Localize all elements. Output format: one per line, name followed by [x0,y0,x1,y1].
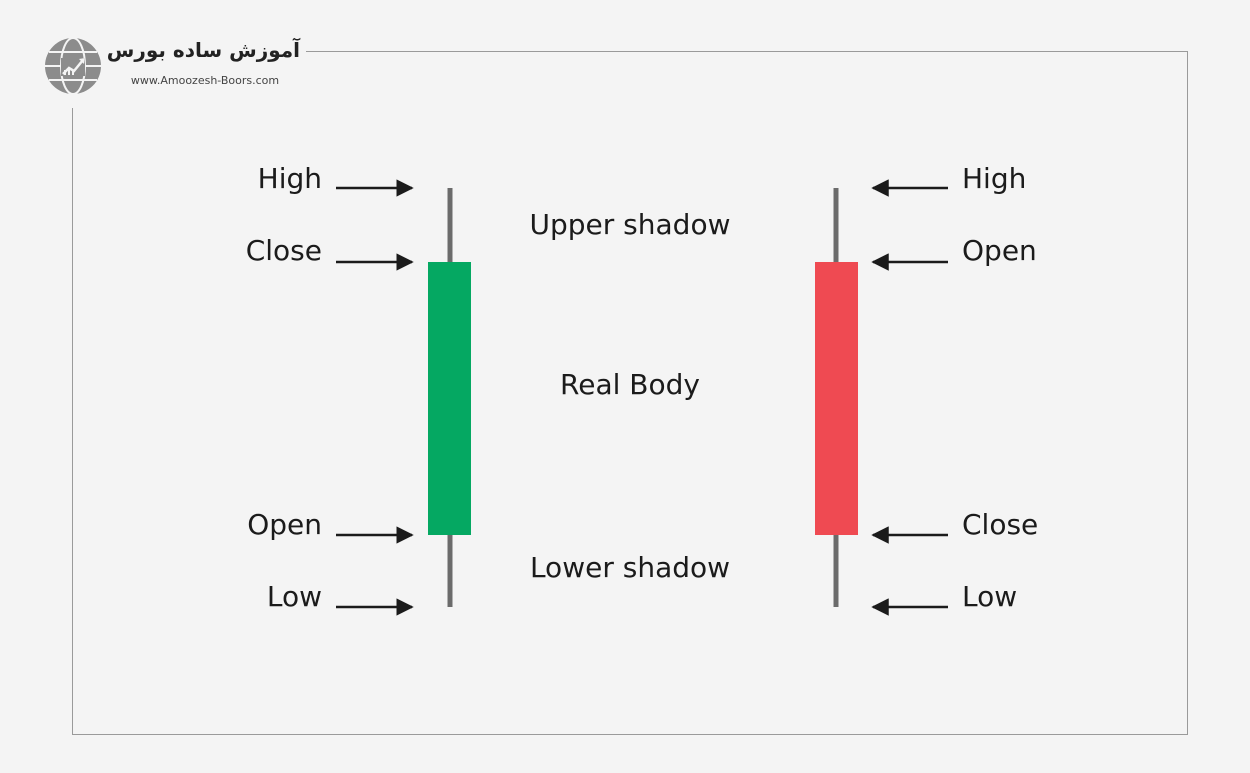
bear-open-label: Open [962,234,1037,267]
logo-name: آموزش ساده بورس [106,38,300,62]
bull-high-label: High [257,162,322,195]
bullish-body [428,262,471,535]
bearish-body [815,262,858,535]
globe-chart-icon [45,37,101,95]
logo: آموزش ساده بورس www.Amoozesh-Boors.com [38,34,306,108]
bear-low-label: Low [962,580,1018,613]
lower-shadow-label: Lower shadow [529,551,731,584]
diagram-frame [72,51,1188,735]
logo-url: www.Amoozesh-Boors.com [130,74,280,87]
bull-low-label: Low [266,580,322,613]
bull-open-label: Open [247,508,322,541]
real-body-label: Real Body [560,368,700,401]
bull-close-label: Close [245,234,322,267]
bear-high-label: High [962,162,1027,195]
upper-shadow-label: Upper shadow [529,208,731,241]
bear-close-label: Close [962,508,1039,541]
